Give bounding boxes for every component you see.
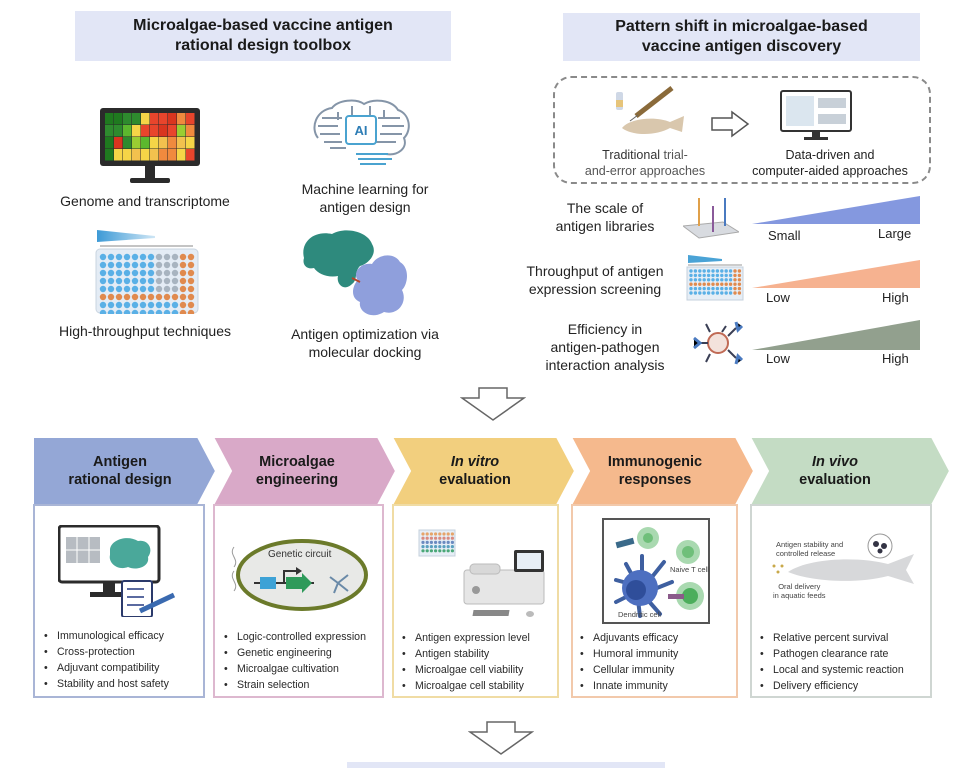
genetic-circuit-label: Genetic circuit xyxy=(268,549,332,560)
list-item: Microalgae cultivation xyxy=(220,661,366,677)
traditional-caption: Traditional trial-and-error approaches xyxy=(584,148,706,178)
stage-chevron xyxy=(569,437,756,505)
stage-chevron xyxy=(748,437,952,505)
stage-chevron xyxy=(211,437,398,505)
data-monitor-icon xyxy=(780,90,852,142)
dendritic-cell-label: Dendritic cell xyxy=(618,610,661,619)
ai-brain-icon: AI xyxy=(308,98,414,168)
protein-docking-icon xyxy=(298,228,418,324)
library-scale-low: Small xyxy=(768,228,801,243)
throughput-low: Low xyxy=(766,290,790,305)
stage-bullets-in-vivo: Relative percent survival Pathogen clear… xyxy=(756,630,904,694)
list-item: Adjuvant compatibility xyxy=(40,660,169,676)
pattern-shift-title: Pattern shift in microalgae-based vaccin… xyxy=(563,13,920,61)
efficiency-low: Low xyxy=(766,351,790,366)
pattern-shift-title-line2: vaccine antigen discovery xyxy=(641,38,842,55)
genetic-circuit-icon xyxy=(230,537,370,613)
list-item: Relative percent survival xyxy=(756,630,904,646)
immune-cells-icon xyxy=(602,518,710,624)
antibody-pathogen-icon xyxy=(692,318,744,368)
throughput-wedge xyxy=(752,260,920,288)
ai-label: AI xyxy=(355,123,368,138)
list-item: Genetic engineering xyxy=(220,645,366,661)
list-item: Pathogen clearance rate xyxy=(756,646,904,662)
screening-plate-icon xyxy=(686,255,744,301)
toolbox-title-line1: Microalgae-based vaccine antigen xyxy=(133,17,393,34)
list-item: Delivery efficiency xyxy=(756,678,904,694)
efficiency-wedge xyxy=(752,320,920,350)
stage-bullets-in-vitro: Antigen expression level Antigen stabili… xyxy=(398,630,530,694)
stage-chevron xyxy=(33,437,218,505)
list-item: Cellular immunity xyxy=(576,662,678,678)
list-item: Antigen stability xyxy=(398,646,530,662)
stage-bullets-antigen-design: Immunological efficacy Cross-protection … xyxy=(40,628,169,692)
list-item: Microalgae cell viability xyxy=(398,662,530,678)
list-item: Antigen expression level xyxy=(398,630,530,646)
efficiency-high: High xyxy=(882,351,909,366)
lab-instrument-icon xyxy=(418,528,548,624)
list-item: Humoral immunity xyxy=(576,646,678,662)
down-arrow-icon xyxy=(468,720,534,756)
list-item: Innate immunity xyxy=(576,678,678,694)
heatmap-monitor-icon xyxy=(98,106,202,188)
stage-bullets-immunogenic: Adjuvants efficacy Humoral immunity Cell… xyxy=(576,630,678,694)
pattern-shift-title-line1: Pattern shift in microalgae-based xyxy=(615,18,868,35)
computer-design-icon xyxy=(58,525,180,617)
stage-chevron xyxy=(390,437,577,505)
well-plate-icon xyxy=(95,230,199,314)
library-scale-wedge xyxy=(752,196,920,224)
microarray-icon xyxy=(683,196,739,240)
fish-syringe-icon xyxy=(610,84,690,140)
down-arrow-icon xyxy=(460,386,526,422)
stage-chevrons xyxy=(33,437,953,505)
naive-t-cell-label: Naive T cell xyxy=(670,565,709,574)
next-section-box xyxy=(347,762,665,768)
list-item: Stability and host safety xyxy=(40,676,169,692)
list-item: Local and systemic reaction xyxy=(756,662,904,678)
throughput-high: High xyxy=(882,290,909,305)
shift-arrow-icon xyxy=(710,110,750,138)
list-item: Strain selection xyxy=(220,677,366,693)
approach-shift-box xyxy=(553,76,931,184)
list-item: Microalgae cell stability xyxy=(398,678,530,694)
fish-delivery-icon xyxy=(768,532,918,592)
htp-caption: High-throughput techniques xyxy=(58,323,231,339)
list-item: Immunological efficacy xyxy=(40,628,169,644)
list-item: Adjuvants efficacy xyxy=(576,630,678,646)
library-scale-high: Large xyxy=(878,226,912,241)
toolbox-title-line2: rational design toolbox xyxy=(174,37,351,54)
genome-caption: Genome and transcriptome xyxy=(60,193,230,209)
toolbox-title: Microalgae-based vaccine antigen rationa… xyxy=(75,11,451,61)
list-item: Cross-protection xyxy=(40,644,169,660)
stage-bullets-microalgae-engineering: Logic-controlled expression Genetic engi… xyxy=(220,629,366,693)
list-item: Logic-controlled expression xyxy=(220,629,366,645)
